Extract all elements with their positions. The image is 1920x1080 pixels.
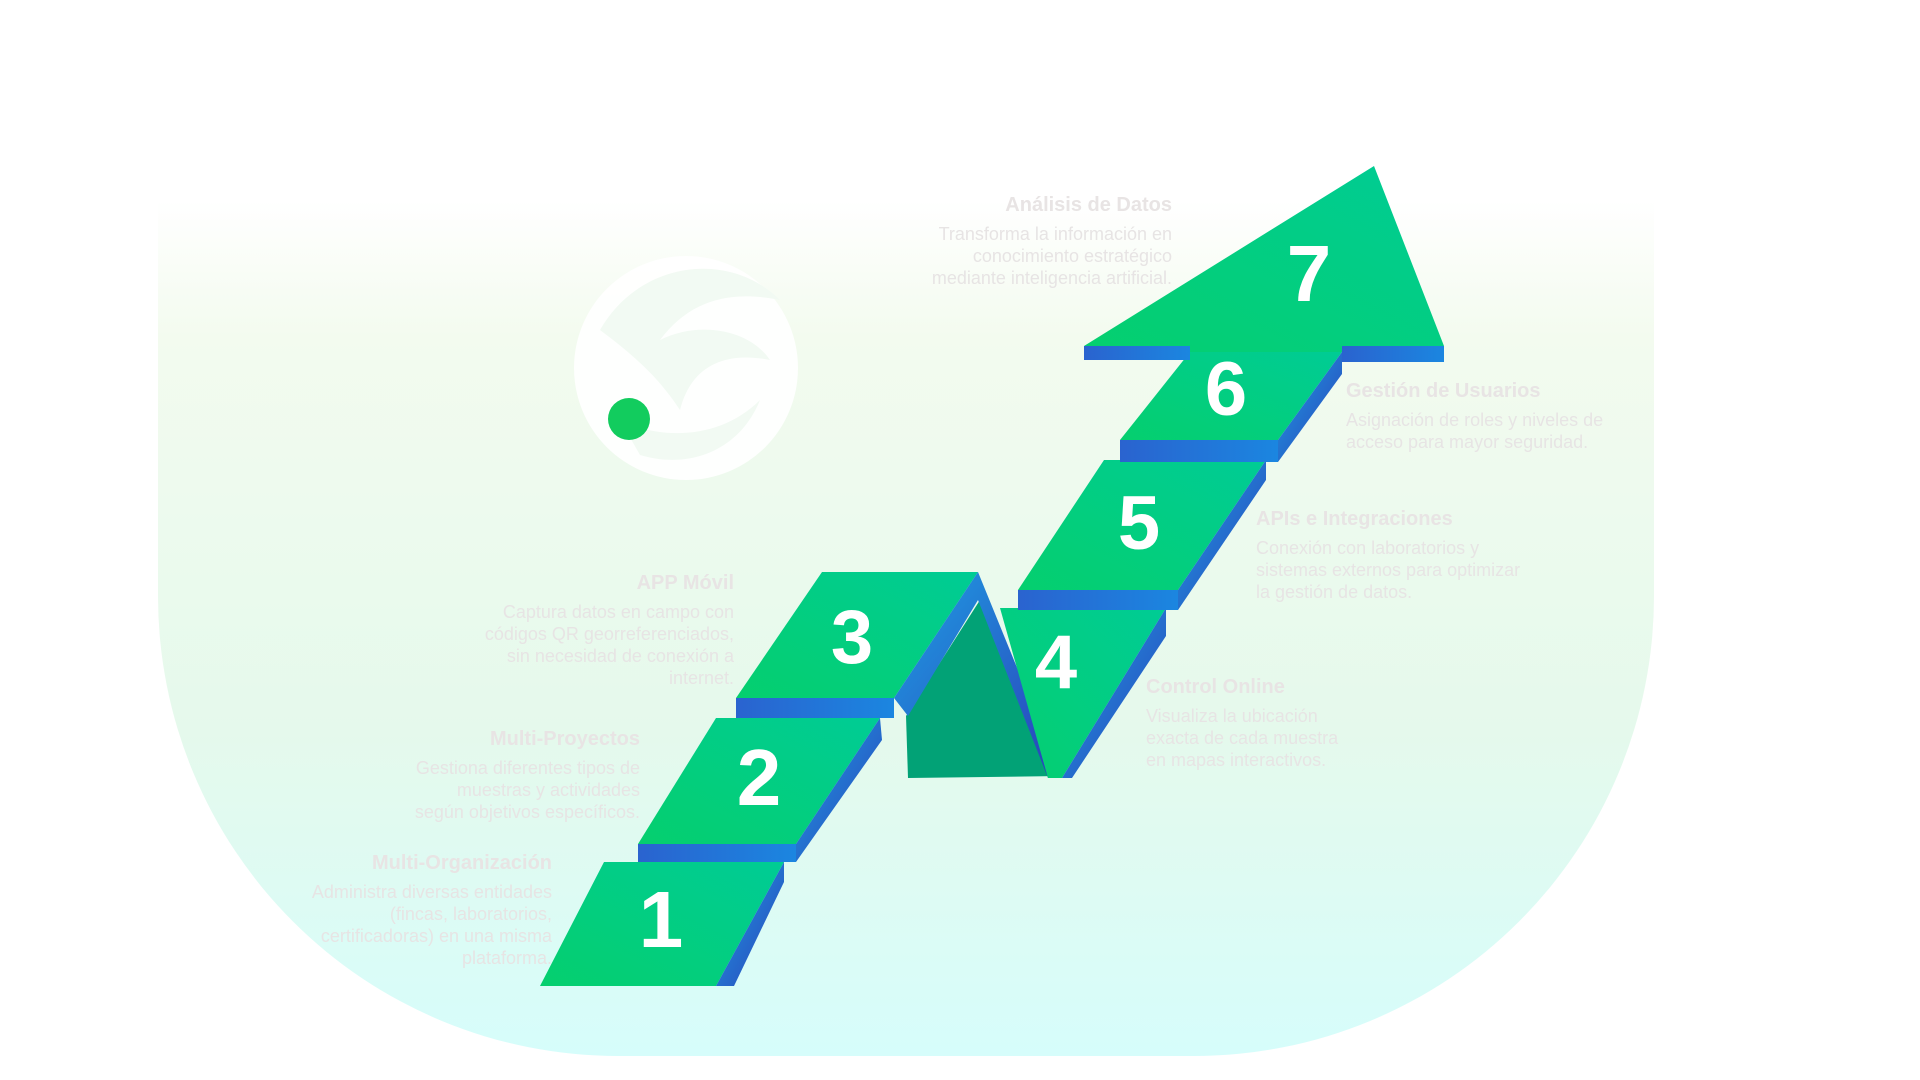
step-6-title: Gestión de Usuarios <box>1346 380 1541 402</box>
step-number-3: 3 <box>831 595 873 680</box>
step-6 <box>1120 352 1342 462</box>
step-2-description: Gestiona diferentes tipos de muestras y … <box>414 758 640 822</box>
step-2 <box>638 718 882 862</box>
step-number-2: 2 <box>737 733 782 822</box>
step-3-description: Captura datos en campo con códigos QR ge… <box>484 602 734 688</box>
step-5-title: APIs e Integraciones <box>1256 508 1453 530</box>
step-5-description: Conexión con laboratorios y sistemas ext… <box>1256 538 1521 602</box>
step-7-title: Análisis de Datos <box>1005 194 1172 216</box>
step-1-description: Administra diversas entidades (fincas, l… <box>311 882 552 968</box>
step-7-description: Transforma la información en conocimient… <box>931 224 1172 288</box>
step-5 <box>1018 460 1266 610</box>
step-1-info: Multi-Organización Administra diversas e… <box>232 850 552 969</box>
valley-face <box>906 600 1062 778</box>
step-number-5: 5 <box>1118 481 1160 566</box>
step-4-info: Control Online Visualiza la ubicación ex… <box>1146 674 1466 771</box>
step-7-arrow <box>1084 166 1444 362</box>
step-number-4: 4 <box>1035 620 1077 705</box>
step-5-info: APIs e Integraciones Conexión con labora… <box>1256 506 1576 603</box>
step-3-info: APP Móvil Captura datos en campo con cód… <box>414 570 734 689</box>
step-number-6: 6 <box>1205 347 1247 432</box>
eagle-logo-icon <box>574 256 798 480</box>
accent-dot <box>608 398 650 440</box>
step-1-title: Multi-Organización <box>372 852 552 874</box>
step-1 <box>540 862 784 986</box>
step-6-description: Asignación de roles y niveles de acceso … <box>1346 410 1604 452</box>
step-2-info: Multi-Proyectos Gestiona diferentes tipo… <box>320 726 640 823</box>
step-7-info: Análisis de Datos Transforma la informac… <box>852 192 1172 289</box>
step-2-title: Multi-Proyectos <box>489 728 640 750</box>
step-4 <box>1000 608 1166 778</box>
step-number-7: 7 <box>1287 229 1332 318</box>
step-3-title: APP Móvil <box>636 572 734 594</box>
step-4-title: Control Online <box>1146 676 1285 698</box>
step-6-info: Gestión de Usuarios Asignación de roles … <box>1346 378 1666 453</box>
step-number-1: 1 <box>639 875 684 964</box>
step-4-description: Visualiza la ubicación exacta de cada mu… <box>1146 706 1339 770</box>
